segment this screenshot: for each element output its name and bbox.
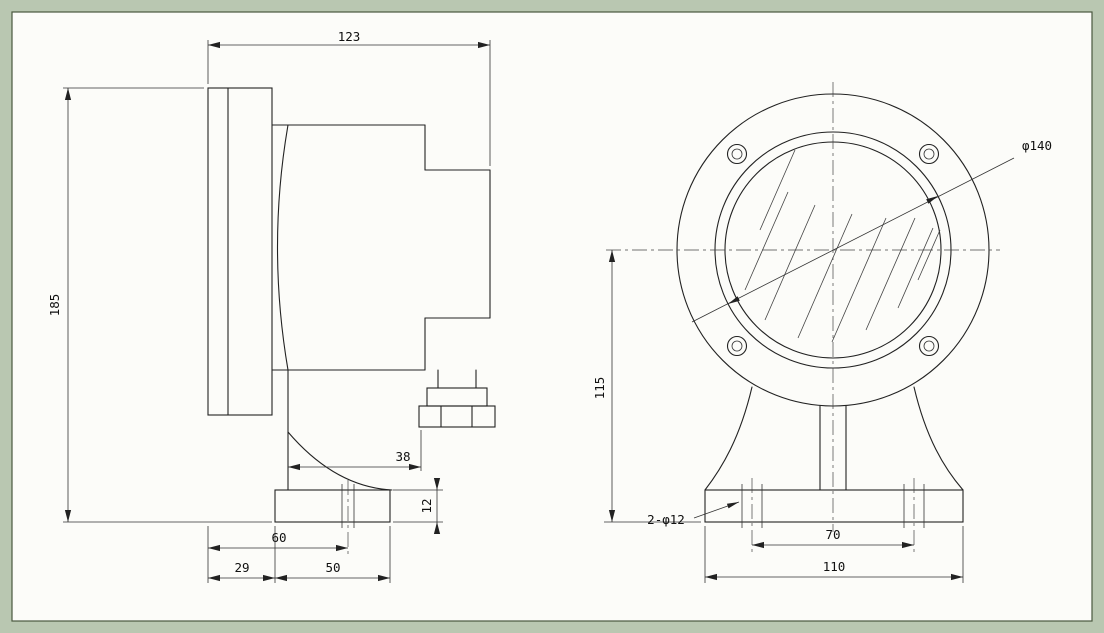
bolt-inner <box>923 148 935 160</box>
pedestal-right-flare <box>913 386 964 491</box>
bolt-inner <box>923 340 935 352</box>
pedestal-flare-curve <box>287 431 393 491</box>
hatch-line <box>797 213 853 339</box>
dim-lens-diameter: φ140 <box>691 138 1052 323</box>
dim-label-overall-width: 123 <box>338 29 361 44</box>
label-mount-holes: 2-φ12 <box>647 501 740 527</box>
arrowhead <box>726 502 739 509</box>
dim-center-height: 115 <box>592 250 701 523</box>
bolt-bottom-left <box>726 335 748 357</box>
bolt-outer <box>918 143 940 165</box>
hatch-line <box>897 227 934 309</box>
gland-lower-nut <box>418 405 496 428</box>
dim-gland-offset: 38 <box>288 430 422 471</box>
pedestal-left-flare <box>704 386 753 491</box>
dim-label-base-thickness: 12 <box>419 498 434 513</box>
dim-overall-height: 185 <box>47 87 272 523</box>
side-view-outline <box>207 87 496 556</box>
arrowhead <box>926 196 938 204</box>
dim-label-lens-diameter: φ140 <box>1022 138 1052 153</box>
hatch-line <box>764 204 816 321</box>
diameter-leader-line <box>691 157 1015 323</box>
dim-label-base-width-side: 50 <box>325 560 340 575</box>
glass-hatching <box>744 149 941 343</box>
bolt-bottom-right <box>918 335 940 357</box>
hatch-line <box>865 217 916 331</box>
front-view: φ140 115 2-φ12 70 110 <box>592 82 1052 583</box>
dim-label-hole-spacing: 70 <box>825 527 840 542</box>
hatch-line <box>831 217 887 343</box>
dim-left-offset: 29 <box>208 526 276 583</box>
bolt-inner <box>731 148 743 160</box>
dim-label-gland-offset: 38 <box>395 449 410 464</box>
dim-label-left-offset: 29 <box>234 560 249 575</box>
front-view-outline <box>606 82 1000 556</box>
bolt-outer <box>918 335 940 357</box>
dim-label-mount-holes: 2-φ12 <box>647 512 685 527</box>
bolt-inner <box>731 340 743 352</box>
bolt-top-right <box>918 143 940 165</box>
arrowhead <box>728 296 740 304</box>
base-plate-front <box>704 489 964 523</box>
dim-hole-spacing: 70 <box>752 527 914 549</box>
dim-base-width-front: 110 <box>704 526 964 583</box>
paper-sheet <box>11 11 1093 622</box>
side-view: 123 185 38 12 60 <box>47 29 496 583</box>
back-plate <box>207 87 273 416</box>
bolt-outer <box>726 335 748 357</box>
housing-left-curve <box>276 124 289 371</box>
dim-label-center-height: 115 <box>592 377 607 400</box>
dim-base-thickness: 12 <box>393 478 443 534</box>
dim-overall-width: 123 <box>207 29 491 166</box>
hatch-line <box>917 229 941 281</box>
bolt-top-left <box>726 143 748 165</box>
dim-label-hole-offset: 60 <box>271 530 286 545</box>
dim-label-overall-height: 185 <box>47 294 62 317</box>
hatch-line <box>759 149 796 231</box>
dim-label-base-width-front: 110 <box>823 559 846 574</box>
base-plate-side <box>274 489 391 523</box>
dim-base-width-side: 50 <box>275 526 391 583</box>
bolt-outer <box>726 143 748 165</box>
hatch-line <box>744 191 789 291</box>
